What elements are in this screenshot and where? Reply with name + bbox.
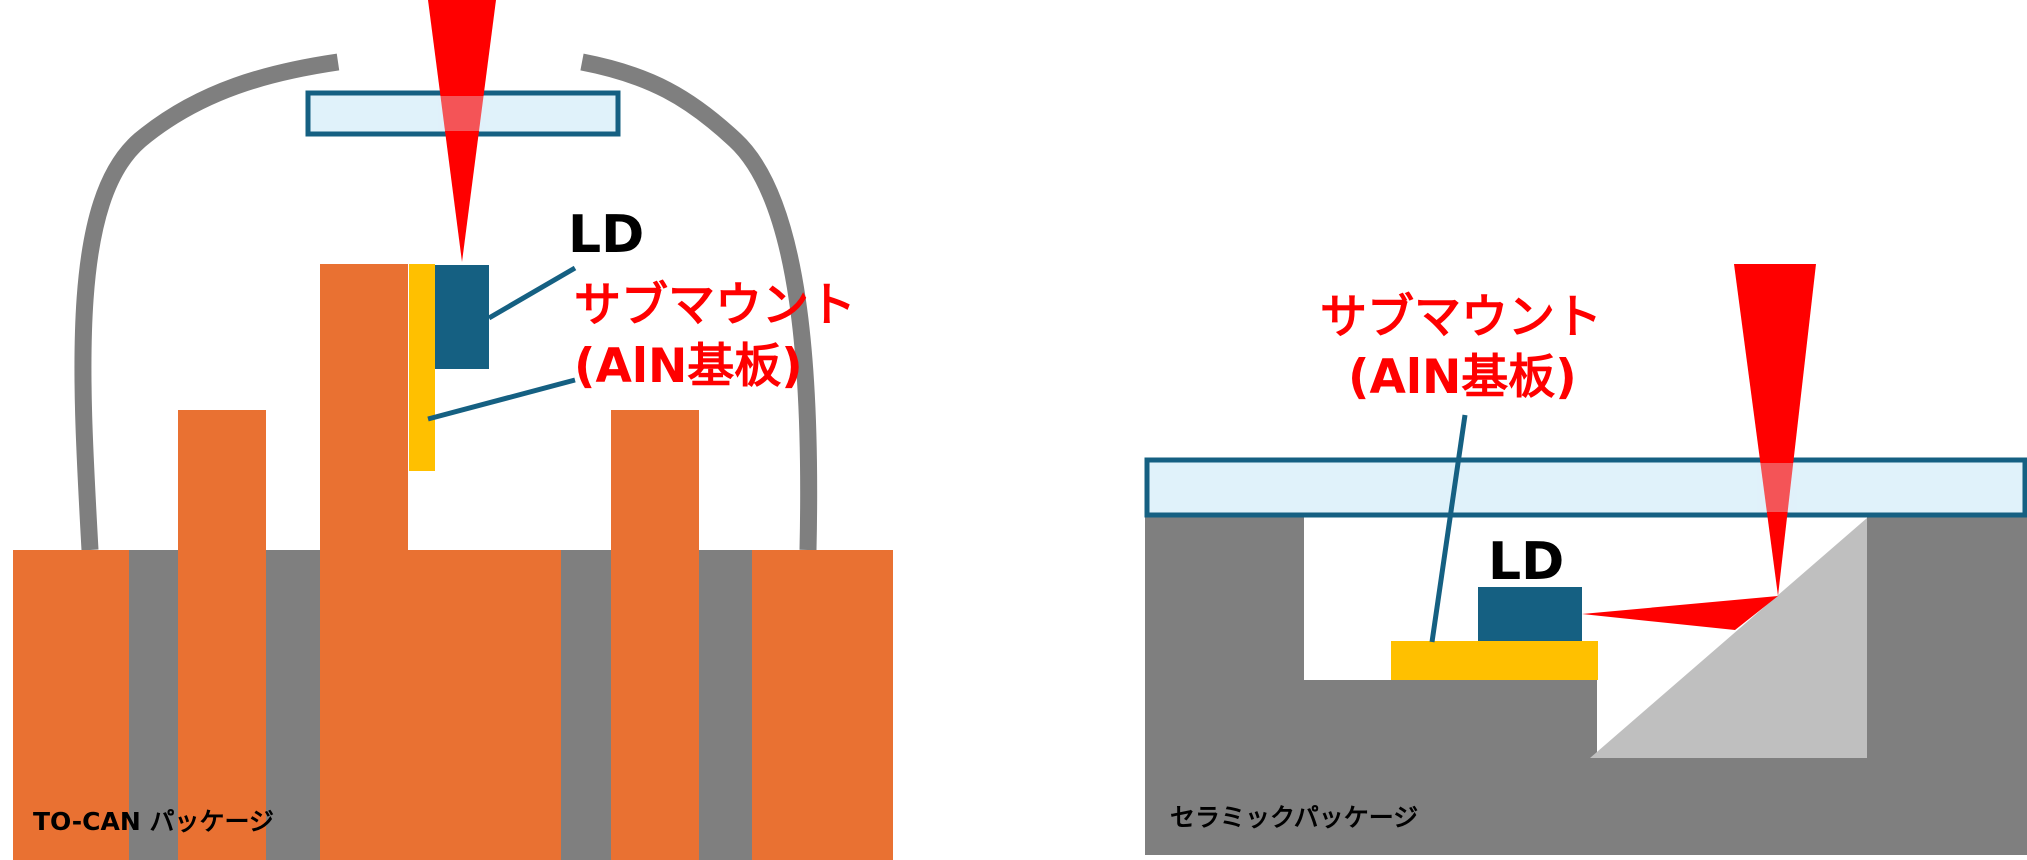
- ld-leader-line-left: [487, 265, 577, 321]
- mirror-prism: [1590, 518, 1867, 758]
- to-can-cap-left: [74, 53, 340, 551]
- copper-stem-left: [13, 550, 129, 860]
- ceramic-window: [1144, 457, 2027, 518]
- submount-leader-line-left: [427, 377, 576, 422]
- submount-aln-right: [1391, 641, 1598, 680]
- laser-through-window-left: [438, 96, 486, 131]
- to-can-cap-right: [580, 53, 818, 551]
- ld-chip-left: [435, 265, 489, 369]
- to-can-package: LD サブマウント (AlN基板) TO-CAN パッケージ: [13, 0, 893, 860]
- ld-chip-right: [1478, 587, 1582, 641]
- submount-aln-left: [409, 264, 435, 471]
- submount-label-left-line2: (AlN基板): [574, 339, 803, 394]
- laser-beam-horizontal: [1582, 596, 1778, 630]
- package-label-ceramic: セラミックパッケージ: [1170, 803, 1418, 832]
- laser-beam-right: [1734, 264, 1816, 596]
- package-label-to-can: TO-CAN パッケージ: [33, 807, 274, 836]
- submount-label-right-line2: (AlN基板): [1348, 350, 1577, 405]
- laser-beam-left: [428, 0, 496, 262]
- submount-label-left-line1: サブマウント: [574, 278, 856, 333]
- ld-label-left: LD: [568, 205, 644, 265]
- submount-leader-line-right: [1429, 414, 1468, 643]
- ceramic-package: サブマウント (AlN基板) LD セラミックパッケージ: [1144, 264, 2027, 855]
- submount-label-right-line1: サブマウント: [1320, 290, 1602, 345]
- laser-through-window-right: [1757, 463, 1797, 512]
- copper-stem-right: [752, 550, 893, 860]
- ld-label-right: LD: [1488, 532, 1564, 592]
- copper-stem-center: [320, 550, 561, 860]
- copper-heatsink-post: [320, 264, 408, 564]
- copper-lead-1: [178, 410, 266, 860]
- copper-lead-2: [611, 410, 699, 860]
